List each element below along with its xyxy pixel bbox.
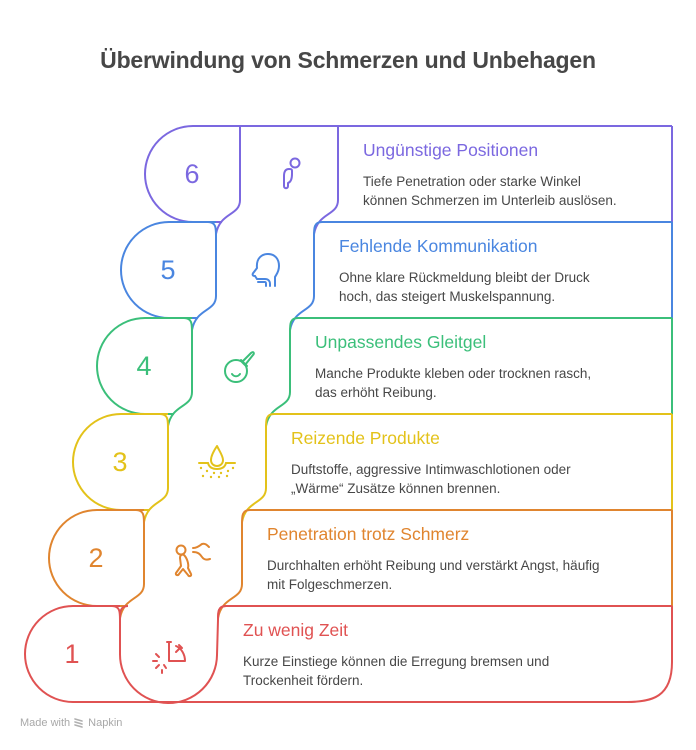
step-2-number-pill	[48, 509, 144, 607]
step-heading: Penetration trotz Schmerz	[267, 524, 470, 544]
step-6-number-pill	[144, 125, 240, 223]
skin-drop-icon	[198, 445, 236, 479]
step-description: Kurze Einstiege können die Erregung brem…	[243, 652, 549, 690]
step-description: Manche Produkte kleben oder trocknen ras…	[315, 364, 591, 402]
description-line: Manche Produkte kleben oder trocknen ras…	[315, 366, 592, 381]
step-heading: Zu wenig Zeit	[243, 620, 349, 640]
stopwatch-icon	[152, 641, 186, 674]
step-description: Tiefe Penetration oder starke Winkel könn…	[363, 172, 617, 210]
description-line: Duftstoffe, aggressive Intimwaschlotione…	[291, 462, 571, 477]
step-heading: Reizende Produkte	[291, 428, 440, 448]
step-number: 5	[160, 255, 176, 285]
description-line: Trockenheit fördern.	[243, 673, 364, 688]
person-pain-icon	[174, 542, 211, 578]
step-heading: Ungünstige Positionen	[363, 140, 539, 160]
step-4-number-pill	[96, 317, 192, 415]
head-throat-icon	[251, 253, 280, 287]
step-number: 2	[88, 543, 104, 573]
step-number: 4	[136, 351, 152, 381]
step-number: 1	[64, 639, 80, 669]
step-heading: Fehlende Kommunikation	[339, 236, 538, 256]
diagram-title: Überwindung von Schmerzen und Unbehagen	[100, 47, 596, 73]
napkin-logo-icon	[74, 718, 83, 728]
napkin-brand: Napkin	[88, 717, 123, 729]
step-1-number-pill	[24, 605, 120, 703]
description-line: können Schmerzen im Unterleib auslösen.	[363, 193, 617, 208]
person-bent-icon	[283, 157, 301, 190]
step-2-shape	[48, 509, 673, 619]
made-with-label: Made with	[20, 717, 71, 729]
description-line: mit Folgeschmerzen.	[267, 577, 393, 592]
step-heading: Unpassendes Gleitgel	[315, 332, 487, 352]
step-4-shape	[96, 317, 673, 427]
step-3-shape	[72, 413, 673, 523]
footer: Made with Napkin	[20, 717, 122, 729]
step-description: Ohne klare Rückmeldung bleibt der Druck h…	[339, 268, 590, 306]
step-5-number-pill	[120, 221, 216, 319]
description-line: „Wärme“ Zusätze können brennen.	[291, 481, 501, 496]
step-5-shape	[120, 221, 673, 331]
description-line: Durchhalten erhöht Reibung und verstärkt…	[267, 558, 600, 573]
description-line: Kurze Einstiege können die Erregung brem…	[243, 654, 550, 669]
lubricant-bottle-icon	[224, 351, 255, 383]
step-number: 6	[184, 159, 200, 189]
step-6-shape	[144, 125, 673, 235]
step-3-number-pill	[72, 413, 168, 511]
description-line: Tiefe Penetration oder starke Winkel	[363, 174, 581, 189]
step-description: Durchhalten erhöht Reibung und verstärkt…	[267, 556, 599, 594]
description-line: Ohne klare Rückmeldung bleibt der Druck	[339, 270, 590, 285]
step-1-shape	[24, 605, 673, 704]
description-line: hoch, das steigert Muskelspannung.	[339, 289, 556, 304]
step-number: 3	[112, 447, 128, 477]
step-description: Duftstoffe, aggressive Intimwaschlotione…	[291, 460, 571, 498]
description-line: das erhöht Reibung.	[315, 385, 437, 400]
